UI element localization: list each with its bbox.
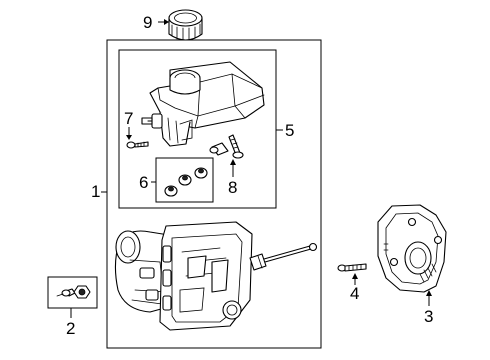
callout-9: 9: [143, 13, 152, 32]
fastener-kit-box: [47, 276, 98, 309]
callout-8: 8: [228, 178, 237, 197]
bolt-part-4: [337, 263, 367, 272]
grommets-part-6: [164, 167, 208, 197]
callout-1: 1: [91, 182, 100, 201]
grommet-kit-box: [155, 157, 214, 203]
leader-4-arrowhead: [352, 273, 358, 279]
callout-6: 6: [139, 173, 148, 192]
brake-booster-assembly: [114, 221, 318, 331]
connector-bolt-part-8: [209, 134, 244, 159]
assembly-frame: [106, 39, 322, 349]
leader-9-arrowhead: [164, 19, 169, 25]
callout-5: 5: [285, 121, 294, 140]
leader-3-arrowhead: [426, 290, 432, 296]
reservoir-cap: [168, 9, 203, 41]
callout-4: 4: [350, 284, 359, 303]
nut-bolt-part-2: [56, 285, 91, 299]
callout-7: 7: [124, 109, 133, 128]
callout-2: 2: [66, 319, 75, 338]
screw-part-7: [126, 141, 149, 149]
reservoir-frame: [118, 49, 277, 209]
reservoir-tank: [141, 61, 265, 147]
leader-8-arrowhead: [230, 159, 236, 165]
insulator-part-3: [377, 204, 447, 293]
callout-3: 3: [424, 307, 433, 326]
leader-7-arrowhead: [126, 135, 132, 140]
